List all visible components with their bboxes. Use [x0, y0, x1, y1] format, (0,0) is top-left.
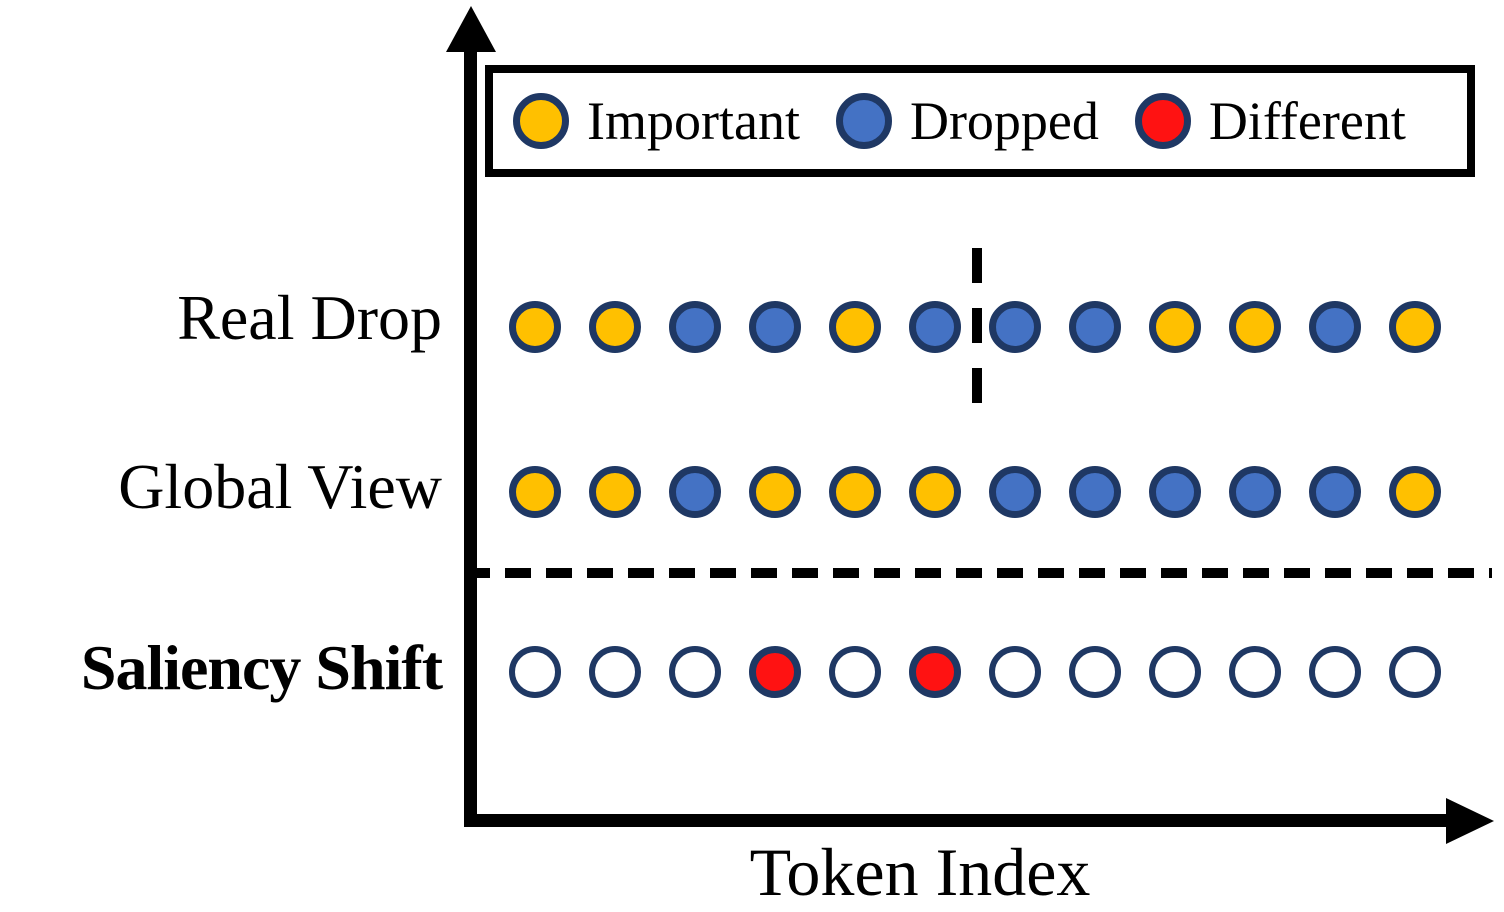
- token-circle: [509, 466, 561, 518]
- legend-item-dropped: Dropped: [835, 91, 1099, 151]
- token-circle: [1229, 301, 1281, 353]
- token-circle: [829, 466, 881, 518]
- y-axis-arrowhead-icon: [446, 6, 496, 52]
- token-circle: [989, 301, 1041, 353]
- token-circle: [509, 646, 561, 698]
- different-legend-dot-icon: [1134, 93, 1191, 149]
- token-circle: [909, 466, 961, 518]
- legend-label-different: Different: [1208, 91, 1406, 151]
- token-circle: [1229, 646, 1281, 698]
- token-circle: [589, 301, 641, 353]
- x-axis-arrowhead-icon: [1446, 798, 1494, 844]
- token-circle: [1149, 301, 1201, 353]
- separator-dashed-line: [464, 568, 1492, 578]
- token-circle: [1309, 646, 1361, 698]
- legend-item-important: Important: [513, 93, 800, 149]
- token-circle: [829, 301, 881, 353]
- token-circle: [1389, 301, 1441, 353]
- legend-label-important: Important: [587, 91, 800, 151]
- important-legend-dot-icon: [513, 93, 569, 149]
- token-circle: [669, 646, 721, 698]
- row-label-global-view: Global View: [118, 451, 442, 522]
- token-row-real-drop: [509, 301, 1441, 353]
- token-circle: [1069, 466, 1121, 518]
- x-axis-line: [464, 814, 1454, 827]
- token-circle: [1389, 466, 1441, 518]
- token-circle: [1309, 301, 1361, 353]
- token-circle: [829, 646, 881, 698]
- token-circle: [669, 301, 721, 353]
- token-row-saliency-shift: [509, 646, 1441, 698]
- token-circle: [1309, 466, 1361, 518]
- token-circle: [1069, 646, 1121, 698]
- token-circle: [1149, 466, 1201, 518]
- token-circle: [989, 646, 1041, 698]
- token-circle: [509, 301, 561, 353]
- x-axis-label: Token Index: [749, 834, 1091, 910]
- row-label-real-drop: Real Drop: [177, 282, 442, 353]
- pivot-dashed-line: [972, 248, 982, 408]
- token-circle: [1389, 646, 1441, 698]
- legend-box: Important Dropped Different: [485, 65, 1475, 177]
- legend-label-dropped: Dropped: [909, 91, 1099, 151]
- token-circle: [669, 466, 721, 518]
- token-circle: [1229, 466, 1281, 518]
- token-circle: [749, 646, 801, 698]
- token-circle: [589, 466, 641, 518]
- token-circle: [1149, 646, 1201, 698]
- token-circle: [749, 301, 801, 353]
- legend-item-different: Different: [1134, 91, 1406, 151]
- token-circle: [589, 646, 641, 698]
- token-circle: [1069, 301, 1121, 353]
- token-circle: [749, 466, 801, 518]
- token-row-global-view: [509, 466, 1441, 518]
- token-circle: [989, 466, 1041, 518]
- dropped-legend-dot-icon: [835, 93, 892, 149]
- token-circle: [909, 646, 961, 698]
- y-axis-line: [464, 36, 477, 827]
- token-circle: [909, 301, 961, 353]
- row-label-saliency-shift: Saliency Shift: [80, 632, 443, 703]
